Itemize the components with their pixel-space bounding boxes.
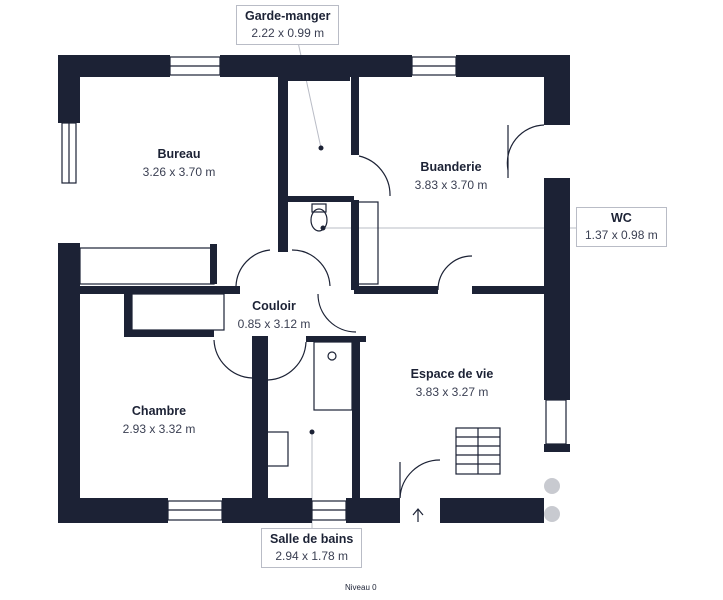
room-name: Couloir — [252, 299, 296, 313]
room-name: Chambre — [131, 404, 187, 418]
door-swings — [213, 124, 545, 499]
fixtures — [265, 203, 501, 522]
room-espace-de-vie: Espace de vie 3.83 x 3.27 m — [411, 367, 494, 399]
room-name: Espace de vie — [410, 367, 494, 381]
room-name: Salle de bains — [270, 532, 354, 546]
room-dimensions: 2.93 x 3.32 m — [122, 422, 196, 436]
exterior-walls — [58, 55, 570, 523]
room-dimensions: 1.37 x 0.98 m — [585, 228, 658, 242]
counters — [79, 201, 379, 411]
callout-garde-manger: Garde-manger 2.22 x 0.99 m — [236, 5, 340, 45]
room-dimensions: 2.94 x 1.78 m — [275, 549, 349, 563]
room-chambre: Chambre 2.93 x 3.32 m — [123, 404, 196, 436]
room-name: Garde-manger — [245, 9, 331, 23]
room-name: WC — [610, 211, 632, 225]
room-name: Bureau — [157, 147, 201, 161]
room-couloir: Couloir 0.85 x 3.12 m — [238, 299, 311, 331]
leader-lines — [297, 41, 576, 528]
room-dimensions: 3.26 x 3.70 m — [142, 165, 216, 179]
room-dimensions: 3.83 x 3.27 m — [415, 385, 489, 399]
windows — [61, 56, 567, 521]
level-label: Niveau 0 — [345, 583, 377, 592]
room-dimensions: 2.22 x 0.99 m — [251, 26, 325, 40]
room-dimensions: 0.85 x 3.12 m — [237, 317, 311, 331]
room-bureau: Bureau 3.26 x 3.70 m — [143, 147, 216, 179]
room-dimensions: 3.83 x 3.70 m — [414, 178, 488, 192]
callout-salle-de-bains: Salle de bains 2.94 x 1.78 m — [261, 528, 363, 568]
room-buanderie: Buanderie 3.83 x 3.70 m — [415, 160, 488, 192]
room-name: Buanderie — [420, 160, 482, 174]
callout-wc: WC 1.37 x 0.98 m — [576, 207, 667, 247]
dots — [309, 145, 560, 522]
